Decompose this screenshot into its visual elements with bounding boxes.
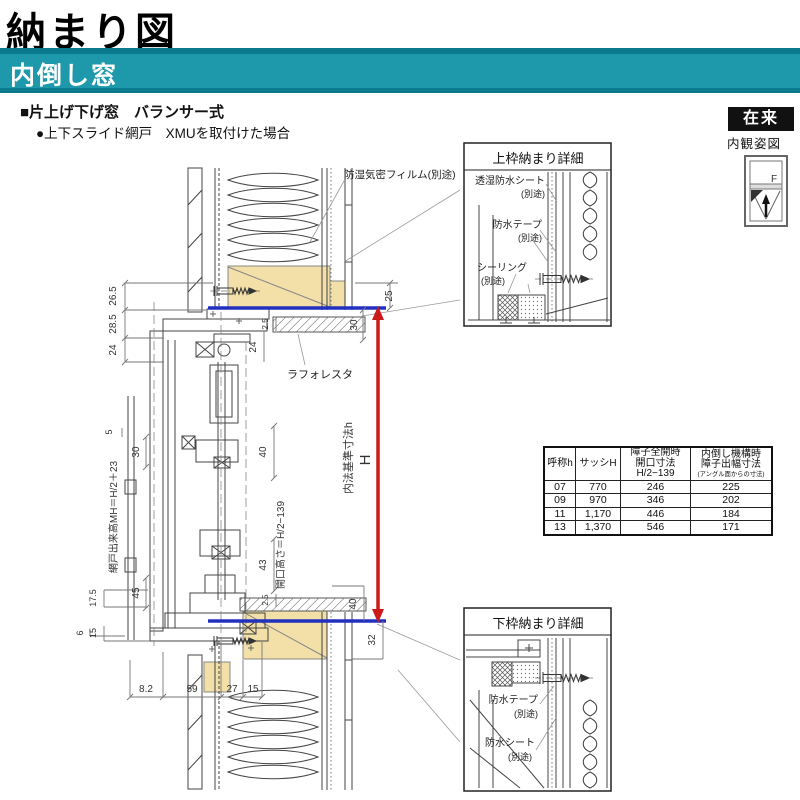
head-detail-leaders <box>507 183 558 294</box>
elevation-caption: 内観姿図 <box>727 137 782 151</box>
size-table: 呼称h サッシH 障子全開時 開口寸法 H/2−139 内倒し機構時 障子出幅寸… <box>543 446 773 536</box>
film-leader <box>309 180 345 243</box>
col-header-tilt: 内倒し機構時 障子出幅寸法 (アングル面からの寸法) <box>690 446 773 481</box>
svg-text:27: 27 <box>226 684 238 695</box>
svg-text:防水シート: 防水シート <box>485 736 535 749</box>
sill-detail-leaders <box>535 685 557 751</box>
svg-text:8.2: 8.2 <box>139 684 153 695</box>
svg-text:40: 40 <box>348 598 359 610</box>
dims-right: 25 30 2.5 24 40 43 2.5 40 32 開口高さ＝H/2−13… <box>248 290 395 646</box>
sill-detail-drawing <box>466 638 608 789</box>
height-dimension-arrow <box>372 306 384 623</box>
svg-text:32: 32 <box>367 634 378 646</box>
svg-text:(別途): (別途) <box>521 188 545 199</box>
window-elevation-icon: F <box>744 155 788 227</box>
construction-type-badge: 在来 <box>728 107 794 131</box>
sill-detail-labels: 防水テープ (別途) 防水シート (別途) <box>485 693 538 762</box>
svg-text:30: 30 <box>131 446 142 458</box>
screen-height-label: 網戸出来高MH＝H/2＋23 <box>107 460 120 573</box>
main-section-drawing: 防湿気密フィルム(別途) ラフォレスタ 26.5 28.5 24 5 30 45… <box>75 167 460 790</box>
svg-text:(別途): (別途) <box>508 751 532 762</box>
svg-text:(別途): (別途) <box>481 275 505 286</box>
detail-leader-lines <box>343 189 460 743</box>
subtitle-screen-case: ●上下スライド網戸 XMUを取付けた場合 <box>36 126 291 141</box>
svg-text:防水テープ: 防水テープ <box>489 693 538 706</box>
svg-text:2.5: 2.5 <box>261 594 270 606</box>
svg-text:6: 6 <box>75 630 85 635</box>
head-detail-drawing <box>468 171 610 324</box>
dims-left: 26.5 28.5 24 5 30 45 17.5 15 6 網戸出来高MH＝H… <box>75 286 142 638</box>
page-title: 納まり図 <box>6 11 178 55</box>
wood-blocking <box>203 265 346 693</box>
svg-text:45: 45 <box>131 587 142 599</box>
section-band-label: 内倒し窓 <box>10 62 119 90</box>
opening-height-label: 開口高さ＝H/2−139 <box>274 501 287 590</box>
svg-text:30: 30 <box>349 319 360 331</box>
col-header-sash-h: サッシH <box>575 446 621 481</box>
svg-text:24: 24 <box>248 341 259 353</box>
dims-bottom: 8.2 59 27 15 <box>139 684 259 695</box>
svg-text:17.5: 17.5 <box>88 589 98 607</box>
laforesta-label: ラフォレスタ <box>287 368 353 381</box>
svg-text:40: 40 <box>258 446 269 458</box>
svg-text:防水テープ: 防水テープ <box>493 218 542 231</box>
col-header-opening: 障子全開時 開口寸法 H/2−139 <box>620 446 691 481</box>
wall-top <box>187 167 353 313</box>
head-detail-box: 上枠納まり詳細 透湿防水シート (別途) 防水テープ (別途) シーリング (別… <box>463 142 612 327</box>
section-band: 内倒し窓 <box>0 48 800 93</box>
svg-text:2.5: 2.5 <box>261 318 270 330</box>
sill-detail-box: 下枠納まり詳細 防水テープ (別途) 防水シート (別途) <box>463 607 612 792</box>
svg-text:43: 43 <box>258 559 269 571</box>
inner-dimension-label: 内法基準寸法h <box>341 422 355 494</box>
interior-trim <box>239 316 367 612</box>
h-dimension-label: H <box>357 455 374 466</box>
sill-detail-title: 下枠納まり詳細 <box>492 616 583 631</box>
svg-text:59: 59 <box>186 684 198 695</box>
dimension-lines <box>89 279 398 701</box>
svg-text:25: 25 <box>384 290 395 302</box>
subtitle-window-type: ■片上げ下げ窓 バランサー式 <box>20 104 225 121</box>
wall-bottom <box>187 612 353 790</box>
svg-text:15: 15 <box>247 684 259 695</box>
centerlines <box>153 302 247 646</box>
svg-text:透湿防水シート: 透湿防水シート <box>475 174 545 187</box>
svg-text:シーリング: シーリング <box>477 261 527 274</box>
svg-text:15: 15 <box>88 628 98 638</box>
svg-text:24: 24 <box>108 344 119 356</box>
col-header-name: 呼称h <box>543 446 576 481</box>
head-detail-title: 上枠納まり詳細 <box>492 151 583 166</box>
head-detail-labels: 透湿防水シート (別途) 防水テープ (別途) シーリング (別途) <box>475 174 545 286</box>
icon-fixed-label: F <box>771 174 777 185</box>
svg-text:28.5: 28.5 <box>108 314 119 334</box>
svg-text:(別途): (別途) <box>514 708 538 719</box>
film-label: 防湿気密フィルム(別途) <box>344 168 456 181</box>
svg-text:(別途): (別途) <box>518 232 542 243</box>
svg-text:5: 5 <box>104 429 114 434</box>
svg-text:26.5: 26.5 <box>108 286 119 306</box>
laforesta-leader <box>297 333 306 366</box>
